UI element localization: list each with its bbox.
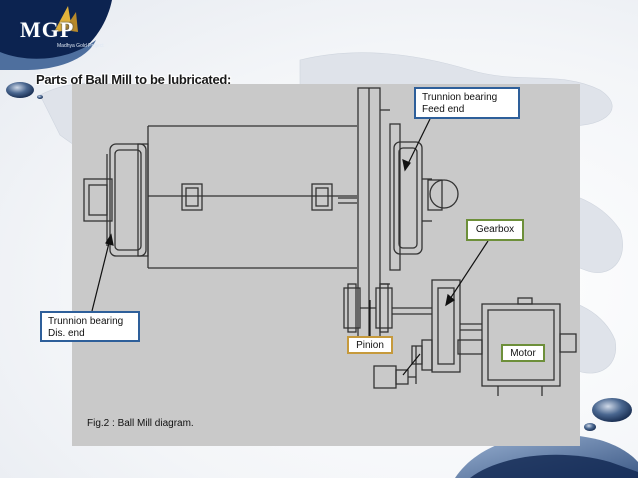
label-line: Trunnion bearing [48,316,124,327]
motor-unit [481,297,577,396]
logo-swoosh-icon [0,0,112,70]
label-trunnion-feed-end: Trunnion bearing Feed end [414,87,520,119]
label-pinion: Pinion [347,336,393,354]
slide-title: Parts of Ball Mill to be lubricated: [36,72,232,87]
girth-gear [357,87,390,351]
figure-caption: Fig.2 : Ball Mill diagram. [87,418,194,429]
label-line: Feed end [422,104,465,115]
droplet-icon [6,82,34,98]
logo-text: MGP [20,17,75,42]
ball-mill-drawing [83,87,577,396]
label-trunnion-dis-end: Trunnion bearing Dis. end [40,311,140,342]
gearbox-unit [411,279,483,373]
mill-drum [147,125,357,269]
label-line: Trunnion bearing [422,92,498,103]
company-logo: MGP Madhya Gold Project [0,0,150,70]
label-gearbox: Gearbox [466,219,524,241]
droplet-icon [592,398,632,422]
discharge-trunnion [83,143,149,257]
pinion-assembly [343,283,432,389]
feed-trunnion [389,123,459,271]
label-line: Dis. end [48,328,85,339]
logo-tagline: Madhya Gold Project [57,43,104,49]
label-motor: Motor [501,344,545,362]
